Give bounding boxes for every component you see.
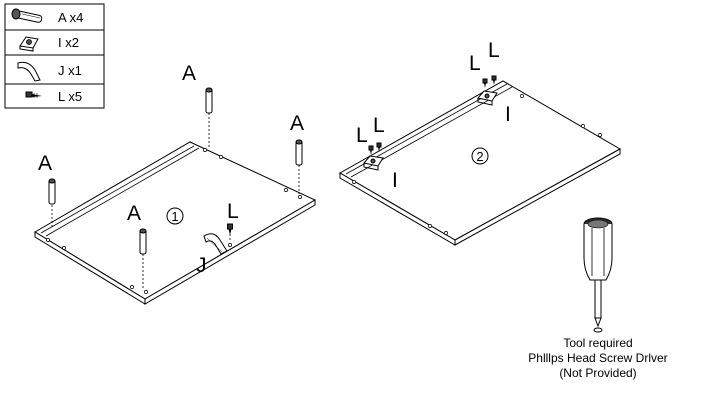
step2-number: 2 xyxy=(471,147,489,165)
step2-i-bracket-right xyxy=(477,90,498,106)
legend-text-j: J x1 xyxy=(58,63,82,78)
screw-icon xyxy=(25,91,42,98)
curved-bracket-icon xyxy=(17,61,41,82)
phillips-screwdriver-icon xyxy=(583,217,613,333)
step1-j-bracket xyxy=(203,233,228,255)
step2-label-i-left: I xyxy=(392,169,398,192)
step2-label-l-4: L xyxy=(488,39,500,62)
step1-label-l: L xyxy=(227,200,239,223)
svg-text:1: 1 xyxy=(171,209,178,224)
parts-legend: A x4 I x2 J x1 L x5 xyxy=(4,3,105,109)
step1-label-a-right: A xyxy=(290,112,304,135)
step2-label-l-3: L xyxy=(469,52,481,75)
step1-label-a-center: A xyxy=(127,202,141,225)
cam-lock-bracket-icon xyxy=(19,36,39,52)
step2-i-bracket-left xyxy=(363,155,384,171)
legend-text-a: A x4 xyxy=(58,10,83,25)
tool-type-text: Phlllps Head Screw Drlver xyxy=(528,351,667,365)
step2-label-l-2: L xyxy=(373,114,385,137)
step1-label-a-top: A xyxy=(182,62,196,85)
step1-label-a-left: A xyxy=(38,152,52,175)
step1-l-screw xyxy=(227,223,233,240)
svg-text:2: 2 xyxy=(476,149,483,164)
step2-label-i-right: I xyxy=(505,103,511,126)
step1-label-j: J xyxy=(196,254,207,277)
step1-dowels xyxy=(48,87,303,290)
step1-number: 1 xyxy=(166,207,184,225)
dowel-pin-icon xyxy=(11,8,43,23)
tool-required-text: Tool required xyxy=(563,336,632,350)
tool-not-provided-text: (Not Provided) xyxy=(559,366,636,380)
legend-text-i: I x2 xyxy=(58,35,79,50)
step2-label-l-1: L xyxy=(356,124,368,147)
step2-l-screws xyxy=(368,75,497,155)
legend-text-l: L x5 xyxy=(58,89,82,104)
